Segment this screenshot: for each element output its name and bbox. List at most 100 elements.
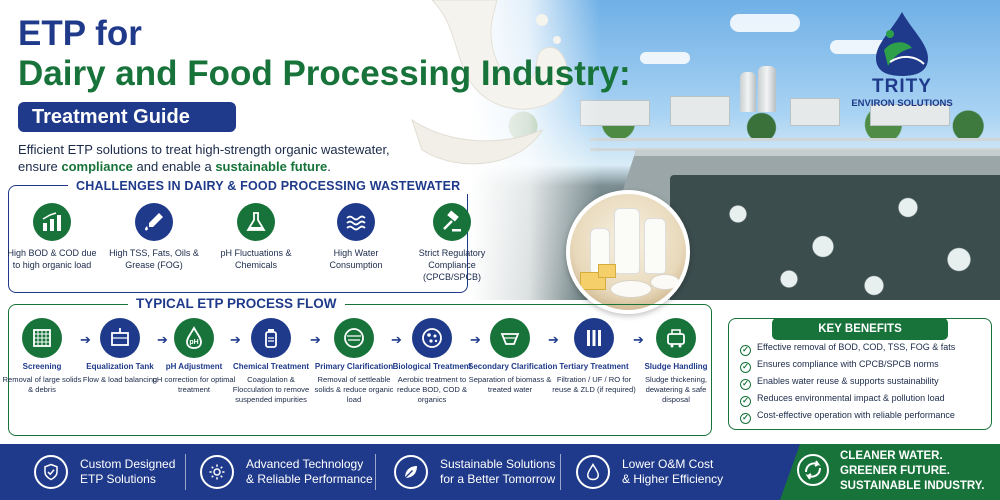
process-flow-panel xyxy=(8,304,712,436)
step-name: Biological Treatment xyxy=(392,362,472,371)
feature-line2: & Reliable Performance xyxy=(246,472,373,486)
filter-icon xyxy=(574,318,614,358)
benefit-item: ✓Effective removal of BOD, COD, TSS, FOG… xyxy=(740,342,990,356)
intro-part2: ensure xyxy=(18,159,62,174)
step-description: Removal of settleable solids & reduce or… xyxy=(314,375,394,404)
clarifier-icon xyxy=(334,318,374,358)
benefit-item: ✓ Enables water reuse & supports sustaina… xyxy=(740,376,990,390)
intro-text: Efficient ETP solutions to treat high-st… xyxy=(18,141,418,175)
dropper-icon xyxy=(135,203,173,241)
key-benefits-title: KEY BENEFITS xyxy=(772,318,948,340)
step-name: Tertiary Treatment xyxy=(559,362,629,371)
challenges-title: CHALLENGES IN DAIRY & FOOD PROCESSING WA… xyxy=(68,178,469,194)
slogan-line3: SUSTAINABLE INDUSTRY. xyxy=(840,480,985,492)
step-name: Secondary Clarification xyxy=(468,362,558,371)
feature-line1: Sustainable Solutions xyxy=(440,457,556,471)
flask-icon xyxy=(237,203,275,241)
arrow-icon: ➔ xyxy=(548,332,559,347)
intro-highlight-compliance: compliance xyxy=(61,159,133,174)
step-description: Aerobic treatment to reduce BOD, COD & o… xyxy=(396,375,468,404)
leaf-icon xyxy=(394,455,428,489)
check-icon: ✓ xyxy=(740,379,751,390)
page-title-line1: ETP for xyxy=(18,14,142,53)
benefit-item: ✓Ensures compliance with CPCB/SPCB norms xyxy=(740,359,990,373)
sludge-icon xyxy=(656,318,696,358)
benefit-text: Cost-effective operation with reliable p… xyxy=(757,410,955,420)
intro-part3: and enable a xyxy=(132,159,216,174)
page-title-line2: Dairy and Food Processing Industry: xyxy=(18,54,631,93)
step-chemical: Chemical Treatment Coagulation & Floccul… xyxy=(229,318,313,405)
step-description: Separation of biomass & treated water xyxy=(468,375,552,394)
logo-subtitle: ENVIRON SOLUTIONS xyxy=(851,98,953,109)
slogan-line1: CLEANER WATER. xyxy=(840,450,943,462)
svg-text:pH: pH xyxy=(189,339,198,346)
logo-name: TRITY xyxy=(872,76,932,97)
benefit-item: ✓Reduces environmental impact & pollutio… xyxy=(740,393,990,407)
benefit-text: Enables water reuse & supports sustainab… xyxy=(757,376,939,386)
step-primary-clarification: Primary Clarification Removal of settlea… xyxy=(312,318,396,405)
challenge-bod-cod: High BOD & COD due to high organic load xyxy=(6,203,98,271)
step-description: Coagulation & Flocculation to remove sus… xyxy=(232,375,310,404)
step-name: Chemical Treatment xyxy=(232,362,310,371)
intro-highlight-sustainable: sustainable future xyxy=(215,159,328,174)
feature-advanced-technology: Advanced Technology& Reliable Performanc… xyxy=(200,452,373,492)
check-icon: ✓ xyxy=(740,345,751,356)
footer-slogan-panel xyxy=(780,444,1000,500)
challenge-label: Strict Regulatory Compliance (CPCB/SPCB) xyxy=(418,248,486,282)
step-screening: Screening Removal of large solids & debr… xyxy=(0,318,84,395)
dairy-products-image xyxy=(566,190,690,314)
water-drop-icon xyxy=(576,455,610,489)
screen-icon xyxy=(22,318,62,358)
step-equalization: Equalization Tank Flow & load balancing xyxy=(78,318,162,385)
feature-line1: Lower O&M Cost xyxy=(622,457,714,471)
check-icon: ✓ xyxy=(740,362,751,373)
divider xyxy=(185,454,186,490)
arrow-icon: ➔ xyxy=(310,332,321,347)
challenge-label: High TSS, Fats, Oils & Grease (FOG) xyxy=(109,248,199,270)
step-biological: Biological Treatment Aerobic treatment t… xyxy=(390,318,474,405)
slogan-text: CLEANER WATER. GREENER FUTURE. SUSTAINAB… xyxy=(840,449,984,494)
shield-check-icon xyxy=(34,455,68,489)
step-name: Sludge Handling xyxy=(644,362,708,371)
chemical-icon xyxy=(251,318,291,358)
benefit-text: Reduces environmental impact & pollution… xyxy=(757,393,945,403)
company-logo: TRITY ENVIRON SOLUTIONS xyxy=(832,10,972,110)
divider xyxy=(560,454,561,490)
arrow-icon: ➔ xyxy=(633,332,644,347)
step-secondary-clarification: Secondary Clarification Separation of bi… xyxy=(468,318,558,395)
ph-icon: pH xyxy=(174,318,214,358)
water-drop-leaf-icon xyxy=(876,12,928,76)
challenge-tss-fog: High TSS, Fats, Oils & Grease (FOG) xyxy=(108,203,200,271)
step-name: Equalization Tank xyxy=(86,362,154,371)
recycle-icon xyxy=(795,452,831,488)
arrow-icon: ➔ xyxy=(391,332,402,347)
bod-chart-icon xyxy=(33,203,71,241)
step-description: Removal of large solids & debris xyxy=(2,375,82,394)
benefit-item: ✓ Cost-effective operation with reliable … xyxy=(740,410,990,424)
step-name: pH Adjustment xyxy=(165,362,223,371)
step-description: pH correction for optimal treatment xyxy=(152,375,236,394)
step-name: Screening xyxy=(22,362,62,371)
challenge-label: High BOD & COD due to high organic load xyxy=(7,248,97,270)
feature-line1: Advanced Technology xyxy=(246,457,364,471)
arrow-icon: ➔ xyxy=(157,332,168,347)
waves-icon xyxy=(337,203,375,241)
arrow-icon: ➔ xyxy=(230,332,241,347)
intro-part1: Efficient ETP solutions to treat high-st… xyxy=(18,142,390,157)
treatment-guide-badge: Treatment Guide xyxy=(18,102,236,132)
feature-line2: & Higher Efficiency xyxy=(622,472,724,486)
challenge-water: High Water Consumption xyxy=(310,203,402,271)
gear-icon xyxy=(200,455,234,489)
arrow-icon: ➔ xyxy=(80,332,91,347)
milk-splash-illustration xyxy=(411,0,568,165)
challenge-label: High Water Consumption xyxy=(329,248,383,270)
step-description: Flow & load balancing xyxy=(82,375,158,384)
check-icon: ✓ xyxy=(740,413,751,424)
feature-lower-cost: Lower O&M Cost& Higher Efficiency xyxy=(576,452,723,492)
step-name: Primary Clarification xyxy=(314,362,394,371)
process-flow-title: TYPICAL ETP PROCESS FLOW xyxy=(128,295,345,312)
step-description: Sludge thickening, dewatering & safe dis… xyxy=(644,375,708,404)
challenge-label: pH Fluctuations & Chemicals xyxy=(220,248,292,270)
